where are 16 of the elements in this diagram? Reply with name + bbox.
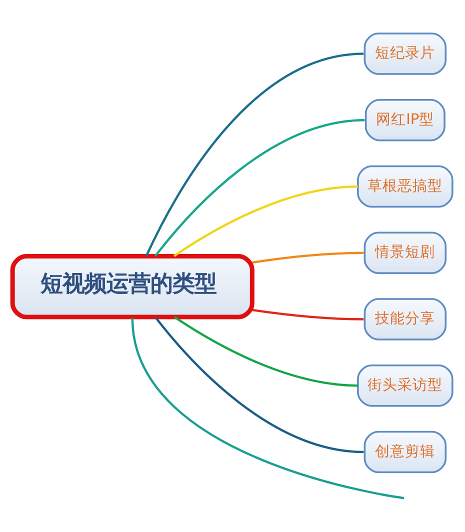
node-box: 草根恶搞型: [357, 165, 454, 208]
connector: [173, 185, 358, 257]
connector: [154, 119, 365, 257]
connector: [154, 316, 364, 454]
connector: [145, 52, 364, 257]
node-box: 网红IP型: [364, 98, 446, 142]
node-box: 短视频运营的类型: [10, 254, 254, 320]
node-box: 技能分享: [364, 298, 447, 340]
node-box: 街头采访型: [357, 364, 454, 407]
connector: [252, 308, 364, 320]
node-box: 情景短剧: [364, 232, 447, 274]
connector: [174, 316, 358, 387]
node-box: 创意剪辑: [364, 430, 447, 474]
connector: [252, 252, 364, 264]
connector: [131, 318, 404, 500]
node-box: 短纪录片: [364, 32, 447, 75]
